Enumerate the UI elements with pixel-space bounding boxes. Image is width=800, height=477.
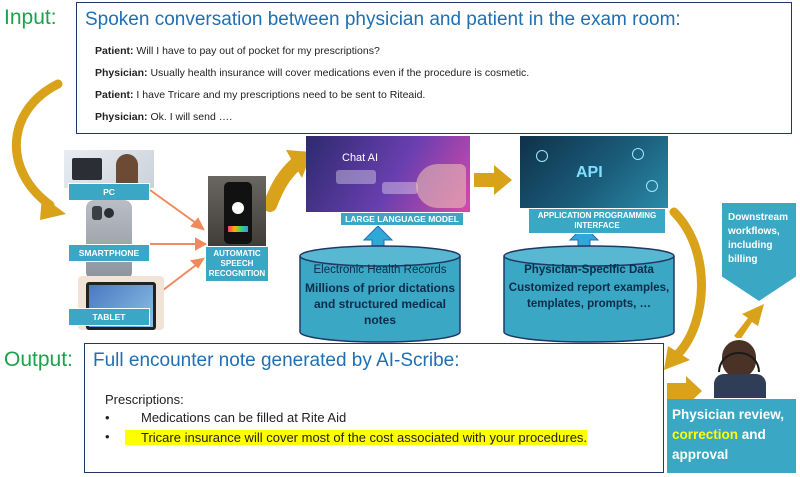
asr-phone-photo — [208, 176, 266, 250]
api-text: API — [576, 164, 603, 181]
network-icon — [536, 150, 548, 162]
review-to-downstream-arrow — [734, 304, 764, 340]
speaker-label: Patient: — [95, 45, 134, 57]
downstream-text: Downstream workflows, including billing — [728, 212, 789, 265]
utterance-text: Will I have to pay out of pocket for my … — [133, 45, 380, 57]
waveform-icon — [228, 226, 248, 232]
smartphone-photo — [86, 200, 132, 280]
pc-label: PC — [68, 183, 150, 201]
conversation-line: Physician: Ok. I will send …. — [95, 111, 232, 123]
conversation-line: Patient: Will I have to pay out of pocke… — [95, 45, 380, 57]
api-to-review-arrow — [669, 207, 706, 359]
llm-photo: Chat AI — [306, 136, 470, 212]
physician-data-title: Physician-Specific Data — [524, 264, 654, 276]
physician-data-cylinder — [503, 245, 675, 343]
ehr-body: Millions of prior dictations and structu… — [305, 281, 455, 327]
monitor-shape — [72, 158, 102, 180]
llm-label: LARGE LANGUAGE MODEL — [340, 212, 464, 226]
utterance-text: Ok. I will send …. — [147, 111, 233, 123]
speaker-label: Physician: — [95, 67, 148, 79]
note-bullet-highlighted-text: Tricare insurance will cover most of the… — [125, 429, 595, 446]
speaker-label: Patient: — [95, 89, 134, 101]
apple-logo-icon — [104, 208, 114, 218]
review-text-part2: and approval — [672, 427, 766, 462]
highlighted-correction: Tricare insurance will cover most of the… — [125, 430, 588, 445]
chat-bubble-icon — [382, 182, 418, 194]
tablet-label: TABLET — [68, 308, 150, 326]
input-to-devices-arrowhead — [40, 196, 66, 220]
input-to-devices-arrow — [12, 79, 63, 210]
chat-bubble-icon — [336, 170, 376, 184]
input-panel-title: Spoken conversation between physician an… — [85, 9, 681, 30]
phone-screen — [224, 182, 252, 244]
review-text-part1: Physician review, — [672, 407, 785, 422]
api-to-review-arrowhead — [664, 346, 690, 370]
speaker-label: Physician: — [95, 111, 148, 123]
review-box: Physician review, correction and approva… — [667, 399, 796, 473]
ehr-cylinder — [299, 245, 461, 343]
conversation-line: Patient: I have Tricare and my prescript… — [95, 89, 425, 101]
mic-icon — [232, 202, 244, 214]
pc-photo — [64, 150, 154, 188]
utterance-text: Usually health insurance will cover medi… — [147, 67, 530, 79]
chat-ai-text: Chat AI — [342, 152, 379, 164]
note-heading: Prescriptions: — [105, 392, 184, 407]
utterance-text: I have Tricare and my prescriptions need… — [133, 89, 426, 101]
output-to-review-arrow — [667, 376, 702, 406]
physician-data-body: Customized report examples, templates, p… — [508, 282, 670, 310]
asr-to-llm-arrowhead — [286, 150, 312, 178]
physician-body — [714, 374, 766, 398]
asr-to-llm-arrow — [263, 157, 303, 212]
llm-to-api-arrow — [474, 165, 512, 195]
output-panel: Full encounter note generated by AI-Scri… — [84, 343, 664, 473]
input-label: Input: — [4, 6, 57, 29]
note-bullet: • — [105, 429, 110, 444]
note-bullet-text: Medications can be filled at Rite Aid — [141, 410, 347, 425]
conversation-line: Physician: Usually health insurance will… — [95, 67, 529, 79]
api-photo: API — [520, 136, 668, 208]
ehr-up-arrow — [362, 225, 394, 249]
physician-photo — [706, 338, 772, 398]
output-panel-title: Full encounter note generated by AI-Scri… — [93, 350, 460, 371]
network-icon — [646, 180, 658, 192]
output-label: Output: — [4, 348, 73, 371]
input-panel: Spoken conversation between physician an… — [76, 2, 792, 134]
asr-label: AUTOMATIC SPEECH RECOGNITION — [205, 246, 269, 282]
api-label: APPLICATION PROGRAMMING INTERFACE — [528, 208, 666, 234]
ehr-title: Electronic Health Records — [313, 264, 447, 276]
person-figure — [116, 154, 138, 188]
hand-figure — [416, 164, 466, 208]
network-icon — [632, 148, 644, 160]
note-bullet: • — [105, 410, 110, 425]
review-highlight: correction — [672, 427, 739, 442]
camera-icon — [92, 206, 102, 220]
smartphone-label: SMARTPHONE — [68, 244, 150, 262]
